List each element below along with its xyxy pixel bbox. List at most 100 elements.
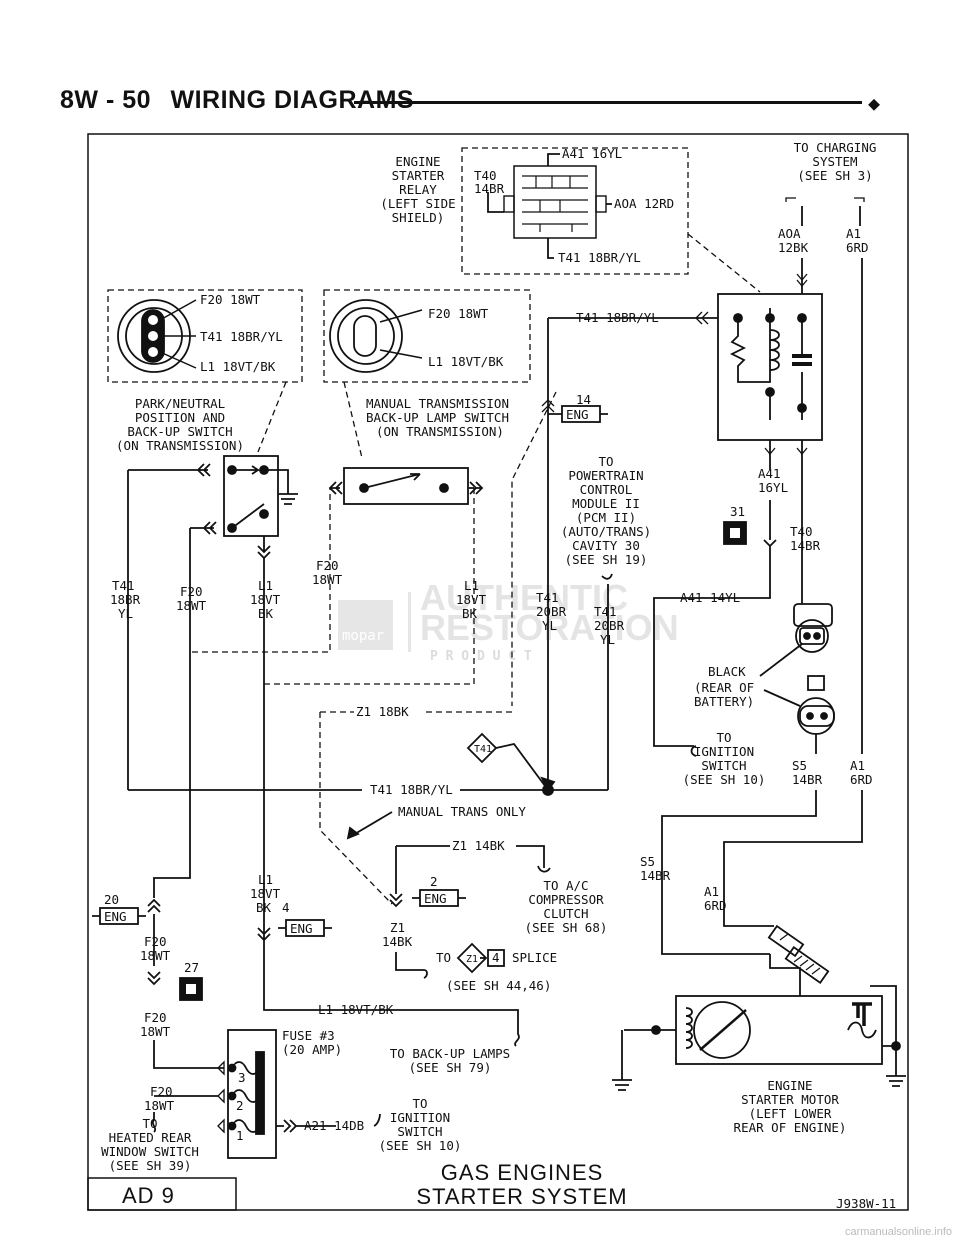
- svg-text:A41 16YL: A41 16YL: [562, 146, 622, 161]
- f20-dashed: [192, 488, 331, 653]
- z1-splice: TO Z1 4 SPLICE (SEE SH 44,46): [436, 942, 557, 993]
- z1-14bk-vertical: [389, 846, 403, 908]
- svg-text:TO CHARGING: TO CHARGING: [794, 140, 877, 155]
- mt-wire-labels: F20 18WT L1 18VT BK: [312, 558, 487, 621]
- relay-t40-wire: [487, 192, 504, 213]
- svg-text:YL: YL: [542, 618, 557, 633]
- pn-l1-connector: [257, 536, 271, 560]
- z1-14bk-label: Z1 14BK: [452, 838, 505, 853]
- svg-text:TO A/C: TO A/C: [543, 878, 588, 893]
- svg-text:WINDOW SWITCH: WINDOW SWITCH: [101, 1144, 199, 1159]
- page-title: WIRING DIAGRAMS: [170, 86, 415, 114]
- diagram-code: J938W-11: [836, 1196, 896, 1211]
- backup-lamps-label: TO BACK-UP LAMPS (SEE SH 79): [390, 1046, 510, 1075]
- svg-text:T41: T41: [112, 578, 135, 593]
- s5-a1-labels: S5 14BR A1 6RD: [640, 854, 727, 913]
- z1-18bk-label: Z1 18BK: [356, 704, 409, 719]
- svg-text:T40: T40: [474, 168, 497, 183]
- svg-text:(SEE SH 19): (SEE SH 19): [565, 552, 648, 567]
- svg-text:14BR: 14BR: [792, 772, 823, 787]
- ad-box: [87, 1177, 237, 1211]
- svg-text:(PCM II): (PCM II): [576, 510, 636, 525]
- page-header: 8W - 50 WIRING DIAGRAMS: [60, 86, 414, 115]
- svg-text:(SEE SH 10): (SEE SH 10): [683, 772, 766, 787]
- ac-label: TO A/C COMPRESSOR CLUTCH (SEE SH 68): [525, 878, 608, 935]
- svg-text:T41: T41: [594, 604, 617, 619]
- svg-text:S5: S5: [792, 758, 807, 773]
- svg-text:A41: A41: [758, 466, 781, 481]
- svg-text:BK: BK: [258, 606, 274, 621]
- svg-text:(20 AMP): (20 AMP): [282, 1042, 342, 1057]
- svg-text:18WT: 18WT: [176, 598, 207, 613]
- footer-watermark: carmanualsonline.info: [844, 1226, 952, 1238]
- svg-text:12BK: 12BK: [778, 240, 809, 255]
- starter-connector-top: [793, 603, 833, 653]
- svg-text:(SEE SH 44,46): (SEE SH 44,46): [446, 978, 551, 993]
- svg-text:SWITCH: SWITCH: [397, 1124, 442, 1139]
- watermark-line1: AUTHENTIC: [420, 577, 628, 618]
- a41-16yl-wire: [763, 500, 777, 548]
- pcm-label: TO POWERTRAIN CONTROL MODULE II (PCM II)…: [561, 454, 651, 567]
- svg-text:18BR: 18BR: [110, 592, 141, 607]
- relay-connector: [503, 165, 607, 239]
- svg-text:14BR: 14BR: [474, 181, 505, 196]
- ac-connector: [537, 865, 551, 873]
- svg-text:L1: L1: [258, 578, 273, 593]
- t41-bus-label: T41 18BR/YL: [370, 782, 453, 797]
- svg-text:(ON TRANSMISSION): (ON TRANSMISSION): [116, 438, 244, 453]
- svg-text:COMPRESSOR: COMPRESSOR: [528, 892, 604, 907]
- svg-text:TO: TO: [412, 1096, 427, 1111]
- a21-connector: [373, 1113, 381, 1127]
- svg-text:18VT: 18VT: [456, 592, 487, 607]
- svg-text:18VT: 18VT: [250, 886, 281, 901]
- svg-text:TO: TO: [436, 950, 451, 965]
- svg-text:F20 18WT: F20 18WT: [428, 306, 489, 321]
- svg-text:BATTERY): BATTERY): [694, 694, 754, 709]
- svg-text:(REAR OF: (REAR OF: [694, 680, 754, 695]
- diagram-frame: [87, 133, 909, 1211]
- battery-connector: [797, 675, 835, 735]
- l1-bus: [462, 1009, 520, 1047]
- t41-splice: T41: [466, 732, 556, 792]
- watermark-line2: RESTORATION: [420, 607, 679, 648]
- svg-text:T41 18BR/YL: T41 18BR/YL: [558, 250, 641, 265]
- relay-output-labels: A41 16YL T40 14BR: [758, 466, 821, 553]
- watermark-line3: P R O D U C T: [430, 649, 532, 664]
- ground-2-eng: 2 ENG: [412, 874, 466, 907]
- starter-motor-label: ENGINE STARTER MOTOR (LEFT LOWER REAR OF…: [734, 1078, 847, 1135]
- svg-text:BACK-UP SWITCH: BACK-UP SWITCH: [127, 424, 232, 439]
- f20-left-wire: [153, 528, 191, 898]
- svg-text:3: 3: [238, 1070, 246, 1085]
- t41-top-label: T41 18BR/YL: [576, 310, 659, 325]
- svg-text:6RD: 6RD: [846, 240, 869, 255]
- ignition-bottom-label: TO IGNITION SWITCH (SEE SH 10): [379, 1096, 462, 1153]
- svg-text:F20 18WT: F20 18WT: [200, 292, 261, 307]
- svg-text:MANUAL TRANSMISSION: MANUAL TRANSMISSION: [366, 396, 509, 411]
- svg-text:(SEE SH 3): (SEE SH 3): [797, 168, 872, 183]
- svg-text:STARTER: STARTER: [392, 168, 445, 183]
- svg-text:YL: YL: [118, 606, 133, 621]
- svg-text:A1: A1: [850, 758, 865, 773]
- pcm-wire: [601, 573, 613, 790]
- charging-wires: [801, 206, 861, 226]
- svg-text:1: 1: [236, 1128, 244, 1143]
- svg-text:16YL: 16YL: [758, 480, 788, 495]
- heated-wire: [151, 1095, 218, 1133]
- pn-t41-wire: [128, 463, 211, 477]
- svg-text:F20: F20: [144, 1010, 167, 1025]
- ignition-right-connector: [690, 745, 697, 757]
- svg-text:TO BACK-UP LAMPS: TO BACK-UP LAMPS: [390, 1046, 510, 1061]
- svg-text:CLUTCH: CLUTCH: [543, 906, 588, 921]
- svg-text:27: 27: [184, 960, 199, 975]
- svg-text:(ON TRANSMISSION): (ON TRANSMISSION): [376, 424, 504, 439]
- l1-bottom-labels: L1 18VT BK 4: [250, 872, 290, 915]
- pn-connector-labels: F20 18WT T41 18BR/YL L1 18VT/BK: [200, 292, 283, 374]
- diamond-icon: ◆: [868, 91, 881, 115]
- s5-wire: [661, 790, 817, 955]
- svg-text:F20: F20: [316, 558, 339, 573]
- relay-dashed-box: [461, 147, 689, 275]
- pn-switch-internal: [227, 465, 298, 533]
- svg-text:HEATED REAR: HEATED REAR: [109, 1130, 192, 1145]
- fuse-block: [227, 1029, 277, 1159]
